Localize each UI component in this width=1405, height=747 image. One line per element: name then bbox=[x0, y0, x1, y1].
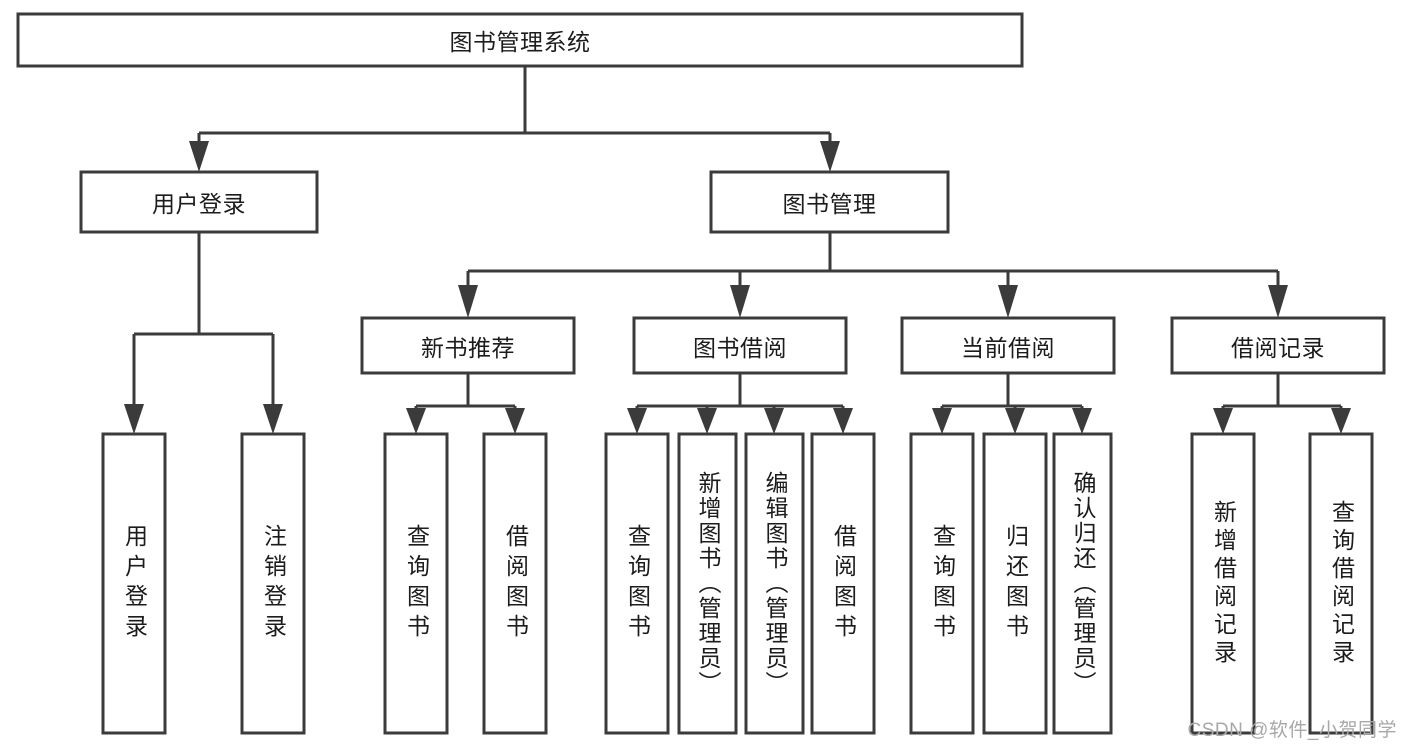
arrow-head-leaf-query-book-rec bbox=[406, 408, 426, 434]
watermark-text: CSDN @软件_小贺同学 bbox=[1187, 720, 1397, 741]
node-box-user-login[interactable] bbox=[79, 170, 319, 234]
node-box-current-borrow[interactable] bbox=[900, 316, 1116, 375]
arrow-head-borrow-record bbox=[1268, 285, 1288, 318]
connector-book-borrow-to-leaves bbox=[627, 373, 853, 434]
node-box-leaf-edit-book[interactable] bbox=[744, 432, 805, 735]
connector-current-borrow-to-leaves bbox=[932, 373, 1092, 434]
connector-root-to-level2 bbox=[189, 66, 840, 172]
arrow-head-leaf-confirm-return bbox=[1072, 408, 1092, 434]
arrow-head-leaf-add-book bbox=[697, 408, 717, 434]
connector-borrow-record-to-leaves bbox=[1213, 373, 1351, 434]
arrow-head-leaf-query-book-c bbox=[932, 408, 952, 434]
node-box-leaf-borrow-book-rec[interactable] bbox=[482, 432, 548, 735]
connector-new-book-rec-to-leaves bbox=[406, 373, 525, 434]
node-box-root[interactable] bbox=[16, 12, 1024, 68]
node-box-leaf-confirm-return[interactable] bbox=[1052, 432, 1113, 735]
arrow-head-leaf-query-record bbox=[1331, 408, 1351, 434]
arrow-head-book-manage bbox=[820, 141, 840, 172]
arrow-head-leaf-borrow-book-rec bbox=[505, 408, 525, 434]
node-box-leaf-query-book-rec[interactable] bbox=[383, 432, 449, 735]
arrow-head-leaf-query-book-b bbox=[627, 408, 647, 434]
node-box-borrow-record[interactable] bbox=[1170, 316, 1386, 375]
node-box-book-borrow[interactable] bbox=[632, 316, 848, 375]
connector-book-manage-to-level3 bbox=[458, 232, 1288, 318]
node-box-book-manage[interactable] bbox=[709, 170, 950, 234]
node-box-leaf-query-record[interactable] bbox=[1308, 432, 1374, 735]
arrow-head-current-borrow bbox=[998, 285, 1018, 318]
node-box-leaf-borrow-book-b[interactable] bbox=[810, 432, 876, 735]
arrow-head-leaf-borrow-book-b bbox=[833, 408, 853, 434]
node-box-leaf-add-book[interactable] bbox=[677, 432, 738, 735]
node-box-leaf-query-book-b[interactable] bbox=[604, 432, 670, 735]
arrow-head-user-login bbox=[189, 141, 209, 172]
arrow-head-leaf-logout bbox=[263, 404, 283, 434]
connector-user-login-to-leaves bbox=[124, 232, 283, 434]
node-box-leaf-return-book[interactable] bbox=[982, 432, 1048, 735]
arrow-head-new-book-rec bbox=[458, 285, 478, 318]
arrow-head-leaf-return-book bbox=[1005, 408, 1025, 434]
arrow-head-leaf-user-login bbox=[124, 404, 144, 434]
node-box-leaf-logout[interactable] bbox=[240, 432, 306, 735]
node-box-leaf-add-record[interactable] bbox=[1190, 432, 1256, 735]
node-box-new-book-rec[interactable] bbox=[360, 316, 576, 375]
arrow-head-book-borrow bbox=[730, 285, 750, 318]
node-box-leaf-query-book-c[interactable] bbox=[909, 432, 975, 735]
arrow-head-leaf-add-record bbox=[1213, 408, 1233, 434]
arrow-head-leaf-edit-book bbox=[764, 408, 784, 434]
node-box-leaf-user-login[interactable] bbox=[101, 432, 167, 735]
